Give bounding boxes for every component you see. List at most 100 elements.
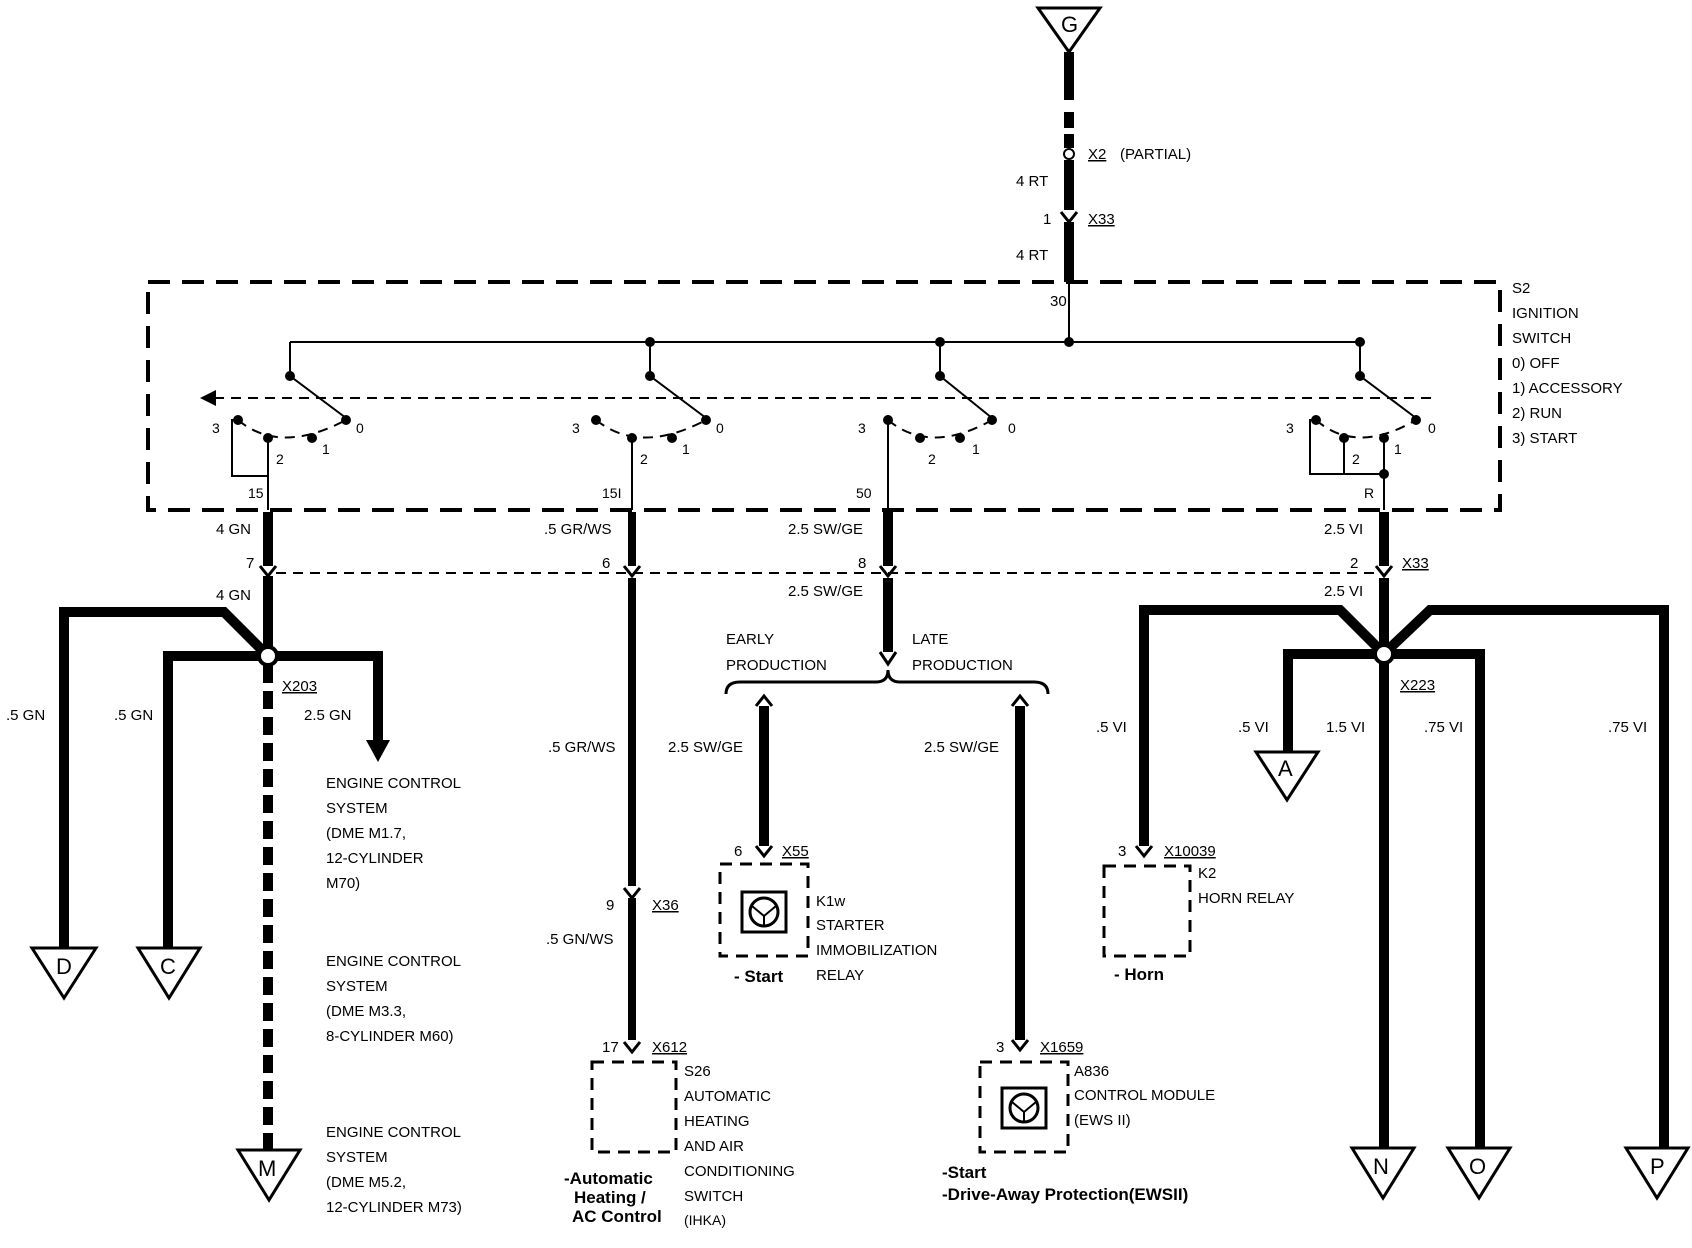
terminal-C-label: C bbox=[160, 954, 176, 979]
wire-075vi-a-label: .75 VI bbox=[1424, 719, 1463, 736]
s1-pos2: 2 bbox=[276, 451, 284, 467]
wire-05gn-b-label: .5 GN bbox=[114, 707, 153, 724]
terminal-M-label: M bbox=[258, 1156, 276, 1181]
pin-8: 8 bbox=[858, 555, 866, 572]
a836-line2: (EWS II) bbox=[1074, 1112, 1131, 1129]
x33-top-label: X33 bbox=[1088, 211, 1115, 228]
pin-6: 6 bbox=[602, 555, 610, 572]
terminal-O: O bbox=[1445, 1146, 1513, 1201]
s1-pos1: 1 bbox=[322, 441, 330, 457]
linkage-arrow bbox=[200, 390, 216, 406]
wire-05vi-A bbox=[1283, 649, 1376, 752]
term-30: 30 bbox=[1050, 293, 1067, 310]
s2-pos2: 2 bbox=[640, 451, 648, 467]
ec1-line1: SYSTEM bbox=[326, 800, 388, 817]
s26-caption3: AC Control bbox=[572, 1207, 662, 1226]
s2-pos-3: 3) START bbox=[1512, 430, 1577, 447]
wire-25swge-d: 2.5 SW/GE bbox=[924, 739, 999, 756]
wire-4gn-b: 4 GN bbox=[216, 587, 251, 604]
term-50: 50 bbox=[856, 485, 872, 501]
x612-pin: 17 bbox=[602, 1039, 619, 1056]
s2-pos-2: 2) RUN bbox=[1512, 405, 1562, 422]
wire-25gn bbox=[276, 651, 383, 740]
s2-name1: IGNITION bbox=[1512, 305, 1579, 322]
wire-05vi-k2 bbox=[1139, 605, 1382, 846]
wire-25gn-label: 2.5 GN bbox=[304, 707, 352, 724]
x36-pin: 9 bbox=[606, 897, 614, 914]
wire-4rt-b: 4 RT bbox=[1016, 247, 1048, 264]
pin-7: 7 bbox=[246, 555, 254, 572]
wire-05grws-b: .5 GR/WS bbox=[548, 739, 616, 756]
s26-caption1: -Automatic bbox=[564, 1169, 653, 1188]
late-label-2: PRODUCTION bbox=[912, 657, 1013, 674]
s26-box bbox=[590, 1060, 678, 1154]
wire-25swge-b: 2.5 SW/GE bbox=[788, 583, 863, 600]
x55-pin: 6 bbox=[734, 843, 742, 860]
switch-section-15i: 3 2 1 0 15I bbox=[572, 337, 724, 510]
s2-pos0: 0 bbox=[716, 420, 724, 436]
switch-section-50: 3 2 1 0 50 bbox=[856, 337, 1016, 510]
wire-05grws-a: .5 GR/WS bbox=[544, 521, 612, 538]
wire-4gn-a: 4 GN bbox=[216, 521, 251, 538]
production-bracket bbox=[724, 669, 1050, 695]
wire-05gn-a-label: .5 GN bbox=[6, 707, 45, 724]
k1w-component: K1w STARTER IMMOBILIZATION RELAY - Start bbox=[718, 862, 937, 986]
k2-line1: HORN RELAY bbox=[1198, 890, 1294, 907]
s2-pos3: 3 bbox=[572, 420, 580, 436]
ec1-line0: ENGINE CONTROL bbox=[326, 775, 461, 792]
s3-pos0: 0 bbox=[1008, 420, 1016, 436]
terminal-O-label: O bbox=[1469, 1154, 1486, 1179]
terminal-G: G bbox=[1035, 6, 1103, 55]
ec1-line2: (DME M1.7, bbox=[326, 825, 406, 842]
ec3-line3: 12-CYLINDER M73) bbox=[326, 1199, 462, 1216]
ec3-line1: SYSTEM bbox=[326, 1149, 388, 1166]
s2-pos1: 1 bbox=[682, 441, 690, 457]
s26-line1: AUTOMATIC bbox=[684, 1088, 771, 1105]
a836-line1: CONTROL MODULE bbox=[1074, 1087, 1215, 1104]
terminal-G-label: G bbox=[1061, 12, 1078, 37]
s4-pos1: 1 bbox=[1394, 441, 1402, 457]
k1w-box bbox=[718, 862, 810, 958]
ignition-switch: 30 3 2 1 0 15 bbox=[146, 280, 1623, 512]
wire-25swge-c: 2.5 SW/GE bbox=[668, 739, 743, 756]
early-label-1: EARLY bbox=[726, 631, 774, 648]
x2-label: X2 bbox=[1088, 146, 1106, 163]
x2-connector-dot bbox=[1063, 148, 1075, 160]
term-15: 15 bbox=[248, 485, 264, 501]
s4-pos2: 2 bbox=[1352, 451, 1360, 467]
s3-pos2: 2 bbox=[928, 451, 936, 467]
s26-id: S26 bbox=[684, 1063, 711, 1080]
wire-05vi-b-label: .5 VI bbox=[1238, 719, 1269, 736]
ec1-line4: M70) bbox=[326, 875, 360, 892]
k2-caption: - Horn bbox=[1114, 965, 1164, 984]
s1-pos0: 0 bbox=[356, 420, 364, 436]
wire-05gn-c bbox=[163, 651, 260, 948]
s26-caption2: Heating / bbox=[574, 1188, 646, 1207]
ec3-line2: (DME M5.2, bbox=[326, 1174, 406, 1191]
s26-component: S26 AUTOMATIC HEATING AND AIR CONDITIONI… bbox=[564, 1060, 795, 1228]
a836-component: A836 CONTROL MODULE (EWS II) -Start -Dri… bbox=[942, 1060, 1215, 1204]
switch-section-R: 3 2 1 0 R bbox=[1286, 337, 1436, 510]
x10039-label: X10039 bbox=[1164, 843, 1216, 860]
x55-label: X55 bbox=[782, 843, 809, 860]
s3-pos1: 1 bbox=[972, 441, 980, 457]
a836-caption2: -Drive-Away Protection(EWSII) bbox=[942, 1185, 1188, 1204]
x33-top-connector bbox=[1059, 211, 1079, 225]
terminal-A-label: A bbox=[1278, 756, 1293, 781]
s2-pos-1: 1) ACCESSORY bbox=[1512, 380, 1623, 397]
wire-075vi-O bbox=[1392, 649, 1485, 1148]
late-label-1: LATE bbox=[912, 631, 948, 648]
terminal-M: M bbox=[235, 1148, 303, 1203]
terminal-N-label: N bbox=[1373, 1154, 1389, 1179]
s2-pos-0: 0) OFF bbox=[1512, 355, 1560, 372]
wire-25swge-a: 2.5 SW/GE bbox=[788, 521, 863, 538]
terminal-A: A bbox=[1253, 750, 1321, 803]
a836-box bbox=[978, 1060, 1070, 1154]
wire-05gnws: .5 GN/WS bbox=[546, 931, 614, 948]
a836-caption1: -Start bbox=[942, 1163, 987, 1182]
s26-line3: AND AIR bbox=[684, 1138, 744, 1155]
ec2-line0: ENGINE CONTROL bbox=[326, 953, 461, 970]
terminal-C: C bbox=[135, 946, 203, 1001]
k2-component: K2 HORN RELAY - Horn bbox=[1102, 864, 1294, 984]
